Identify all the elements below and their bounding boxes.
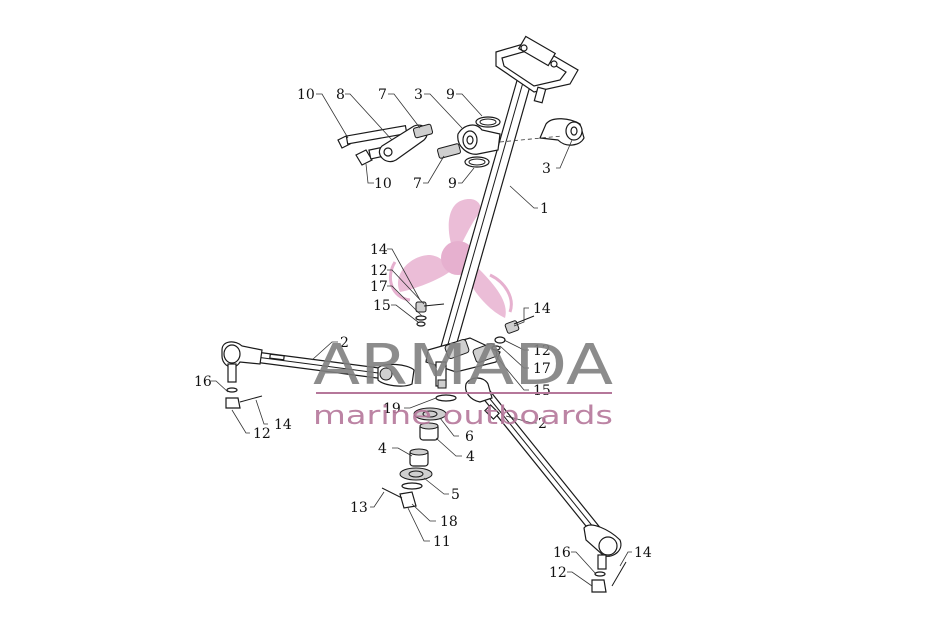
callout-16: 16: [553, 545, 571, 561]
callout-10: 10: [374, 176, 392, 192]
callout-14: 14: [634, 545, 652, 561]
ring-9-lower: [464, 156, 490, 168]
bolt-assembly-left: [415, 301, 445, 327]
watermark: ARMADA marine outboards: [313, 333, 613, 431]
callout-9: 9: [448, 176, 457, 192]
callout-16: 16: [194, 374, 212, 390]
callout-15: 15: [533, 383, 551, 399]
callout-3: 3: [542, 161, 551, 177]
bolt-assembly-right: [491, 315, 535, 351]
leader-lines: [211, 93, 632, 587]
callout-19: 19: [383, 401, 401, 417]
callout-1: 1: [540, 201, 549, 217]
callout-14: 14: [274, 417, 292, 433]
callout-8: 8: [336, 87, 345, 103]
callout-7: 7: [378, 87, 387, 103]
callout-10: 10: [297, 87, 315, 103]
callout-12: 12: [370, 263, 388, 279]
callout-14: 14: [533, 301, 551, 317]
callout-14: 14: [370, 242, 388, 258]
callout-11: 11: [433, 534, 451, 550]
watermark-tagline: marine outboards: [313, 401, 613, 431]
callout-2: 2: [538, 416, 547, 432]
callout-17: 17: [533, 361, 551, 377]
tie-rod-right: [465, 377, 627, 593]
callout-7: 7: [413, 176, 422, 192]
callout-labels: 10 8 7 3 9 10 7 9 3 1 14 12 17 15 2 14 1…: [194, 87, 652, 581]
callout-13: 13: [350, 500, 368, 516]
watermark-brand: ARMADA: [313, 333, 613, 398]
callout-3: 3: [414, 87, 423, 103]
callout-9: 9: [446, 87, 455, 103]
callout-18: 18: [440, 514, 458, 530]
yoke-3-left: [457, 124, 501, 155]
bushing-7-lower: [437, 143, 461, 159]
callout-6: 6: [465, 429, 474, 445]
callout-12: 12: [253, 426, 271, 442]
steering-shaft: [437, 35, 579, 361]
callout-12: 12: [549, 565, 567, 581]
central-hub: [425, 337, 501, 389]
callout-5: 5: [451, 487, 460, 503]
lower-stack: [381, 394, 457, 509]
bolt-10-upper: [337, 124, 408, 149]
callout-17: 17: [370, 279, 388, 295]
bushing-7-upper: [412, 123, 434, 139]
callout-15: 15: [373, 298, 391, 314]
callout-4: 4: [466, 449, 475, 465]
callout-4: 4: [378, 441, 387, 457]
ring-9-upper: [475, 116, 501, 128]
callout-12: 12: [533, 343, 551, 359]
yoke-3-right: [539, 118, 585, 146]
callout-2: 2: [340, 335, 349, 351]
tie-rod-left: [221, 341, 415, 409]
